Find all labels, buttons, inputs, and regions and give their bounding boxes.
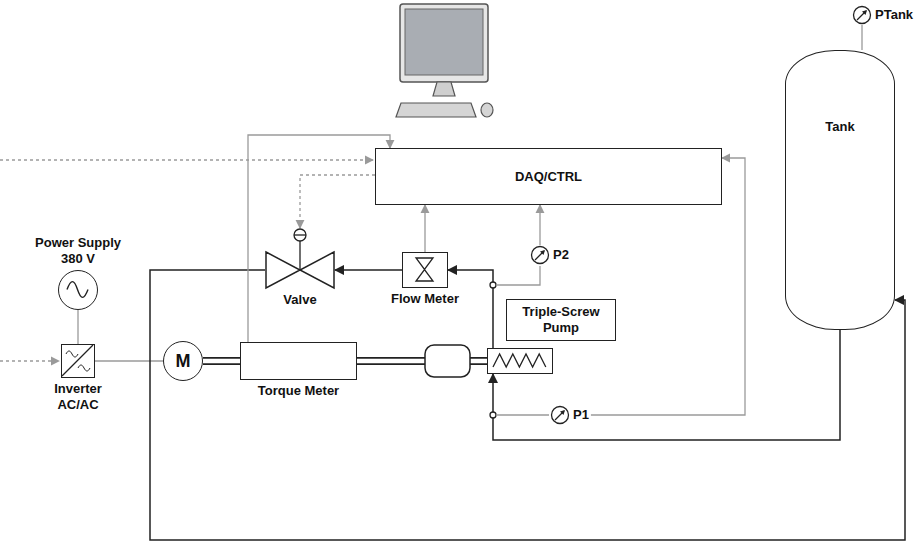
tank-vessel: Tank [785,50,895,330]
computer-icon [396,4,493,117]
motor-circle: M [163,341,203,381]
connector-path [539,205,540,245]
pipe-or-signal-line [335,270,402,271]
shape-outline [265,228,335,288]
component-label: Triple-Screw Pump [506,299,616,341]
pipe-or-signal-line [493,330,840,440]
component-label: Power Supply 380 V [28,235,128,267]
gauge-label: P2 [553,247,569,263]
drive-shaft [203,361,240,362]
control-signal-line [0,159,373,160]
pump-body: Triple-Screw Pump [487,348,553,374]
component-label: Tank [786,119,894,135]
connector-path [77,310,78,344]
inverter-symbol: Inverter AC/AC [61,344,95,378]
component-label: Torque Meter [258,383,339,399]
component-label: Flow Meter [391,291,459,307]
pipe-or-signal-line [248,135,390,342]
pipe-or-signal-line [95,361,163,362]
tap-line [496,266,540,285]
pipe-or-signal-line [540,205,541,245]
pipe-or-signal-line [425,205,426,252]
pressure-gauge: P1 [550,405,589,425]
monitor-stand [433,82,455,96]
component-label: M [176,353,191,369]
pressure-gauge-symbol [852,5,872,25]
monitor-screen [405,9,483,75]
daq-controller-box: DAQ/CTRL [375,148,722,205]
component-label: Inverter AC/AC [46,381,110,413]
pipe-or-signal-line [300,175,375,228]
component-label: Valve [283,292,316,308]
mouse [481,103,493,117]
gauge-label: PTank [875,7,913,23]
shape-outline [488,349,551,372]
connector-path [300,175,375,228]
valve-symbol: Valve [265,228,335,288]
shape-outline [403,253,446,286]
torque-meter-box: Torque Meter [240,342,357,380]
shaft-core [203,359,240,364]
flow-meter-box: Flow Meter [402,252,448,288]
connector-path [335,269,402,271]
pressure-gauge: P2 [530,245,569,265]
connector-path [448,270,493,348]
connector-path [861,25,862,50]
pressure-tap [490,282,496,288]
power-supply-symbol: Power Supply 380 V [58,270,98,310]
keyboard [396,103,476,117]
tap-line [496,414,549,415]
pressure-gauge-symbol [530,245,550,265]
monitor-frame [400,4,488,82]
shape-outline [62,345,93,376]
shaft-coupling [425,345,470,377]
pipe-or-signal-line [448,270,493,348]
shape-outline [59,271,96,308]
connector-path [493,330,840,440]
component-label: DAQ/CTRL [515,169,582,185]
control-signal-line [0,360,59,361]
shaft-outline [203,357,240,365]
pressure-gauge: PTank [852,5,913,25]
connector-path [248,135,390,342]
pipe-or-signal-line [862,25,863,50]
connector-path [424,205,425,252]
connector-path [95,360,163,361]
pipe-or-signal-line [78,310,79,344]
pressure-gauge-symbol [550,405,570,425]
gauge-label: P1 [573,407,589,423]
pressure-tap [490,412,496,418]
